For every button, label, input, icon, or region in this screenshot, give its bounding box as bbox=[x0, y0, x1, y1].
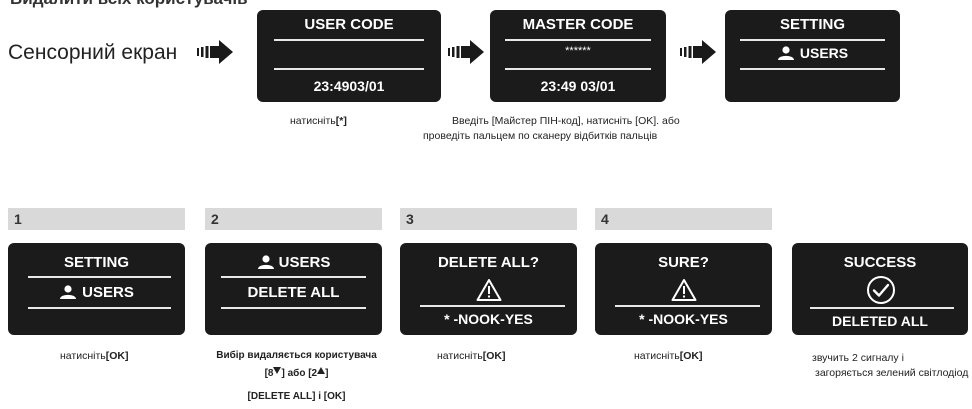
screen-title: SUCCESS bbox=[843, 254, 917, 271]
screen-users-delete-all: USERS DELETE ALL bbox=[205, 243, 382, 335]
divider bbox=[28, 276, 171, 278]
screen-footer: * -NOOK-YES bbox=[639, 311, 728, 327]
step-bar-2: 2 bbox=[205, 208, 382, 230]
screen-success: SUCCESS DELETED ALL bbox=[792, 243, 968, 335]
caption-step4: натисніть[OK] bbox=[634, 350, 703, 362]
screen-title: SURE? bbox=[658, 254, 709, 271]
screen-title: USERS bbox=[205, 254, 382, 271]
screen-setting-step1: SETTING USERS bbox=[8, 243, 185, 335]
divider bbox=[505, 39, 651, 41]
step-bar-3: 3 bbox=[400, 208, 577, 230]
screen-footer: DELETED ALL bbox=[832, 313, 928, 329]
arrow-right-icon bbox=[680, 40, 716, 64]
divider bbox=[740, 68, 885, 70]
touch-screen-label: Сенсорний екран bbox=[8, 41, 178, 64]
user-icon bbox=[60, 284, 77, 299]
menu-item-delete-all: DELETE ALL bbox=[247, 284, 340, 301]
divider bbox=[221, 276, 366, 278]
caption-step2-line2: [8] або [2] bbox=[264, 367, 329, 379]
menu-item-label: USERS bbox=[799, 45, 849, 61]
divider bbox=[28, 307, 171, 309]
screen-delete-all-confirm: DELETE ALL? * -NOOK-YES bbox=[400, 243, 577, 335]
divider bbox=[221, 307, 366, 309]
step-bar-1: 1 bbox=[8, 208, 185, 230]
triangle-up-icon bbox=[317, 367, 326, 374]
step-bar-4: 4 bbox=[595, 208, 772, 230]
menu-item-users: USERS bbox=[8, 284, 185, 301]
triangle-down-icon bbox=[273, 367, 282, 374]
warning-icon bbox=[476, 279, 502, 301]
divider bbox=[810, 307, 954, 309]
divider bbox=[420, 305, 565, 307]
menu-item-label: USERS bbox=[82, 284, 134, 301]
divider bbox=[505, 68, 651, 70]
screen-setting: SETTING USERS bbox=[725, 10, 900, 102]
screen-title: SETTING bbox=[779, 16, 845, 33]
caption-step5-line1: звучить 2 сигналу і bbox=[812, 352, 904, 364]
screen-title: SETTING bbox=[63, 254, 129, 271]
screen-time: 23:49 03/01 bbox=[540, 78, 616, 94]
screen-title: DELETE ALL? bbox=[437, 254, 540, 271]
divider bbox=[274, 39, 424, 41]
screen-master-code: MASTER CODE ****** 23:49 03/01 bbox=[490, 10, 666, 102]
menu-item-users: USERS bbox=[725, 45, 900, 61]
user-icon bbox=[777, 46, 794, 60]
screen-user-code: USER CODE 23:4903/01 bbox=[257, 10, 441, 102]
caption-master-line2: проведіть пальцем по сканеру відбитків п… bbox=[423, 130, 658, 142]
masked-code: ****** bbox=[565, 45, 591, 57]
arrow-right-icon bbox=[197, 40, 233, 64]
caption-step2-line3: [DELETE ALL] і [OK] bbox=[247, 391, 346, 402]
divider bbox=[274, 68, 424, 70]
warning-icon bbox=[671, 279, 697, 301]
screen-title: USER CODE bbox=[304, 16, 394, 33]
screen-time: 23:4903/01 bbox=[313, 78, 385, 94]
caption-step2-line1: Вибір видаляється користувача bbox=[216, 350, 377, 361]
screen-sure-confirm: SURE? * -NOOK-YES bbox=[595, 243, 772, 335]
caption-master-line1: Введіть [Майстер ПІН-код], натисніть [OK… bbox=[452, 115, 680, 127]
arrow-right-icon bbox=[448, 40, 484, 64]
divider bbox=[615, 305, 760, 307]
header-title-fragment: Видалити всіх користувачів bbox=[10, 0, 248, 9]
caption-step3: натисніть[OK] bbox=[437, 350, 506, 362]
check-circle-icon bbox=[867, 276, 895, 304]
screen-footer: * -NOOK-YES bbox=[444, 311, 533, 327]
divider bbox=[740, 39, 885, 41]
caption-press-star: натисніть[*] bbox=[290, 115, 347, 127]
user-icon bbox=[257, 254, 274, 269]
caption-step5-line2: загоряється зелений світлодіод bbox=[815, 367, 969, 379]
screen-title: MASTER CODE bbox=[522, 16, 634, 33]
caption-step1: натисніть[OK] bbox=[60, 350, 129, 362]
